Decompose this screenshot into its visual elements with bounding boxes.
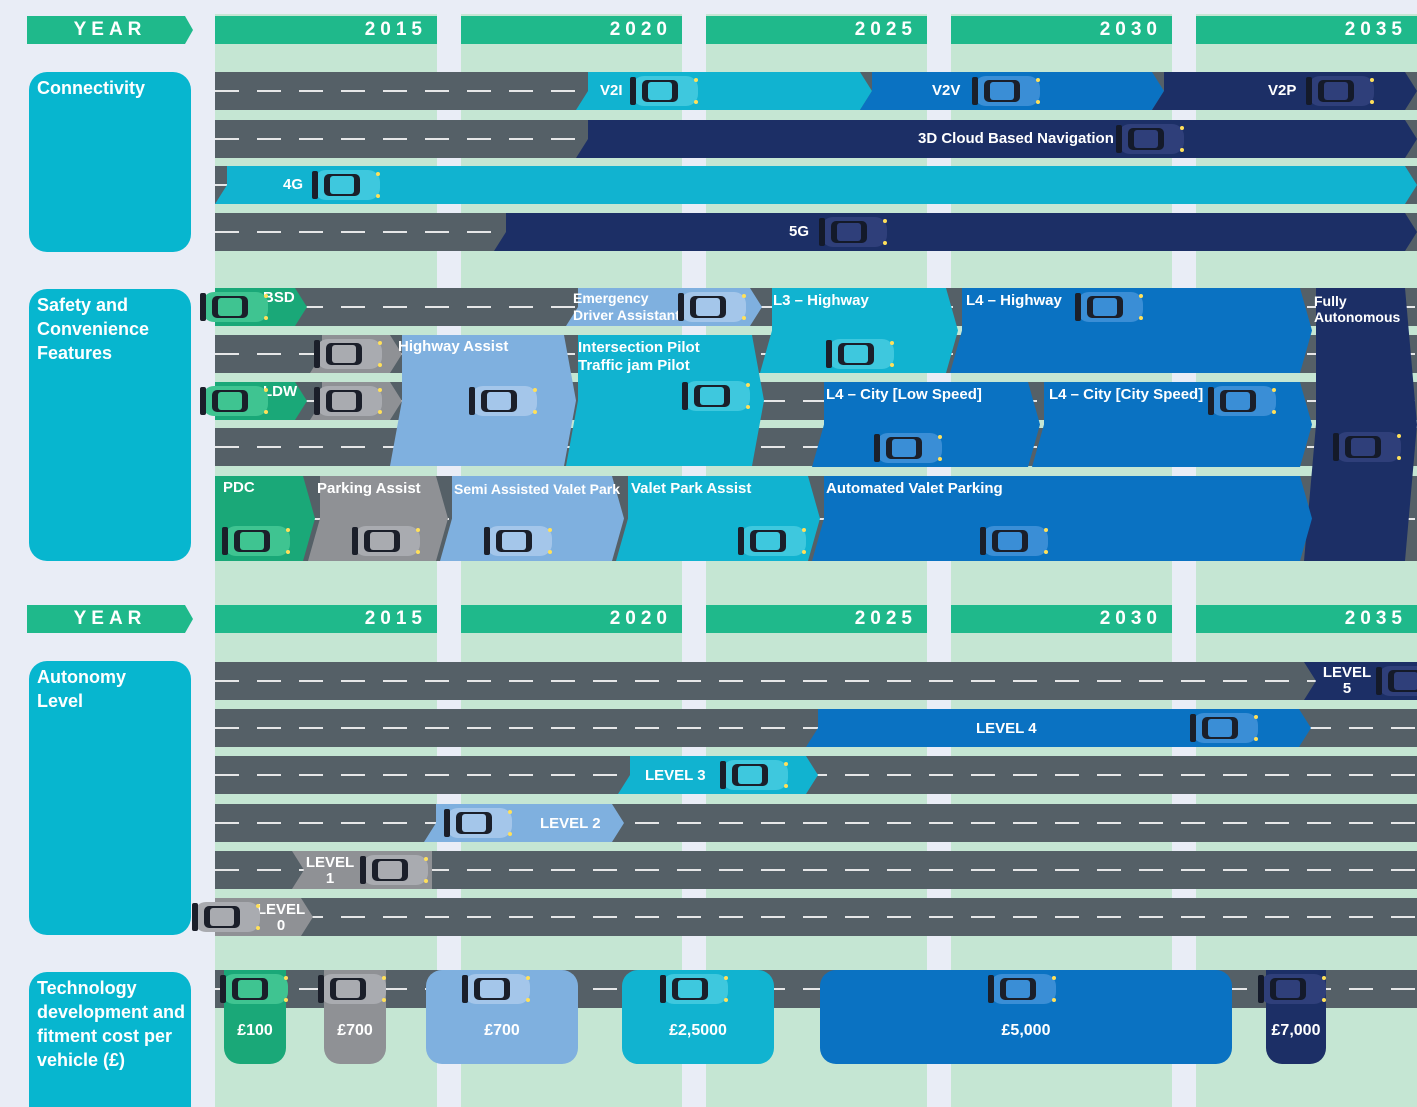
segment-v2i bbox=[576, 72, 872, 110]
segment-cloud-nav bbox=[576, 120, 1417, 158]
car-icon bbox=[312, 170, 380, 200]
year-2020: 2020 bbox=[461, 16, 682, 44]
road-autonomy-4 bbox=[215, 804, 1417, 842]
label-4g: 4G bbox=[283, 176, 304, 193]
car-icon bbox=[469, 386, 537, 416]
category-cost-label: Technology development and fitment cost … bbox=[37, 978, 186, 1070]
label-level3: LEVEL 3 bbox=[645, 767, 706, 784]
car-icon bbox=[1190, 713, 1258, 743]
car-icon bbox=[318, 974, 386, 1004]
category-connectivity: Connectivity bbox=[29, 72, 191, 252]
car-icon bbox=[220, 974, 288, 1004]
year-2015-2: 2015 bbox=[215, 605, 437, 633]
car-icon bbox=[682, 381, 750, 411]
car-icon bbox=[1075, 292, 1143, 322]
label-pdc: PDC bbox=[223, 479, 255, 496]
label-emergency: Emergency Driver Assistant bbox=[573, 290, 680, 323]
label-intersection: Intersection Pilot Traffic jam Pilot bbox=[578, 339, 700, 374]
label-highway-assist: Highway Assist bbox=[398, 338, 509, 355]
segment-5g bbox=[494, 213, 1417, 251]
year-header: YEAR bbox=[27, 16, 193, 44]
segment-4g bbox=[215, 166, 1417, 204]
segment-fully-autonomous bbox=[1304, 288, 1417, 561]
label-semi-valet: Semi Assisted Valet Park bbox=[454, 481, 621, 497]
car-icon bbox=[200, 386, 268, 416]
year-2015: 2015 bbox=[215, 16, 437, 44]
road-cost bbox=[215, 970, 1417, 1008]
car-icon bbox=[660, 974, 728, 1004]
label-level4: LEVEL 4 bbox=[976, 720, 1037, 737]
category-safety: Safety and Convenience Features bbox=[29, 289, 191, 561]
year-2035-2: 2035 bbox=[1196, 605, 1417, 633]
year-2020-2: 2020 bbox=[461, 605, 682, 633]
year-2030: 2030 bbox=[951, 16, 1172, 44]
label-bsd: BSD bbox=[263, 289, 295, 306]
car-icon bbox=[1306, 76, 1374, 106]
car-icon bbox=[352, 526, 420, 556]
car-icon bbox=[222, 526, 290, 556]
label-v2v: V2V bbox=[932, 82, 961, 99]
car-icon bbox=[314, 339, 382, 369]
label-fully-autonomous: Fully Autonomous bbox=[1314, 293, 1401, 325]
label-cloud-nav: 3D Cloud Based Navigation bbox=[918, 130, 1114, 147]
car-icon bbox=[1376, 666, 1417, 696]
label-ldw: LDW bbox=[263, 383, 298, 400]
label-5g: 5G bbox=[789, 223, 810, 240]
year-2035: 2035 bbox=[1196, 16, 1417, 44]
label-l4-city-low: L4 – City [Low Speed] bbox=[826, 386, 982, 403]
label-level0: LEVEL 0 bbox=[256, 901, 306, 934]
car-icon bbox=[630, 76, 698, 106]
segment-auto-valet bbox=[812, 476, 1312, 561]
year-2025: 2025 bbox=[706, 16, 927, 44]
car-icon bbox=[192, 902, 260, 932]
car-icon bbox=[738, 526, 806, 556]
car-icon bbox=[720, 760, 788, 790]
year-header-2: YEAR bbox=[27, 605, 193, 633]
car-icon bbox=[360, 855, 428, 885]
car-icon bbox=[678, 292, 746, 322]
category-autonomy-label: Autonomy Level bbox=[37, 667, 126, 711]
road-autonomy-6 bbox=[215, 898, 1417, 936]
car-icon bbox=[826, 339, 894, 369]
label-l4-highway: L4 – Highway bbox=[966, 292, 1062, 309]
year-2025-2: 2025 bbox=[706, 605, 927, 633]
car-icon bbox=[988, 974, 1056, 1004]
car-icon bbox=[1116, 124, 1184, 154]
road-autonomy-1 bbox=[215, 662, 1417, 700]
car-icon bbox=[819, 217, 887, 247]
label-parking-assist: Parking Assist bbox=[317, 480, 421, 497]
year-2030-2: 2030 bbox=[951, 605, 1172, 633]
category-safety-label: Safety and Convenience Features bbox=[37, 295, 150, 363]
car-icon bbox=[314, 386, 382, 416]
car-icon bbox=[980, 526, 1048, 556]
car-icon bbox=[200, 292, 268, 322]
car-icon bbox=[1258, 974, 1326, 1004]
car-icon bbox=[462, 974, 530, 1004]
label-level1: LEVEL 1 bbox=[305, 854, 355, 887]
car-icon bbox=[874, 433, 942, 463]
label-l3-highway: L3 – Highway bbox=[773, 292, 869, 309]
car-icon bbox=[1208, 386, 1276, 416]
label-level5: LEVEL 5 bbox=[1322, 664, 1372, 697]
car-icon bbox=[484, 526, 552, 556]
label-v2p: V2P bbox=[1268, 82, 1297, 99]
category-autonomy: Autonomy Level bbox=[29, 661, 191, 935]
car-icon bbox=[444, 808, 512, 838]
label-level2: LEVEL 2 bbox=[540, 815, 601, 832]
label-l4-city-city: L4 – City [City Speed] bbox=[1049, 386, 1204, 403]
label-auto-valet: Automated Valet Parking bbox=[826, 480, 1003, 497]
label-v2i: V2I bbox=[600, 82, 623, 99]
car-icon bbox=[1333, 432, 1401, 462]
car-icon bbox=[972, 76, 1040, 106]
label-valet-assist: Valet Park Assist bbox=[631, 480, 752, 497]
category-cost: Technology development and fitment cost … bbox=[29, 972, 191, 1107]
